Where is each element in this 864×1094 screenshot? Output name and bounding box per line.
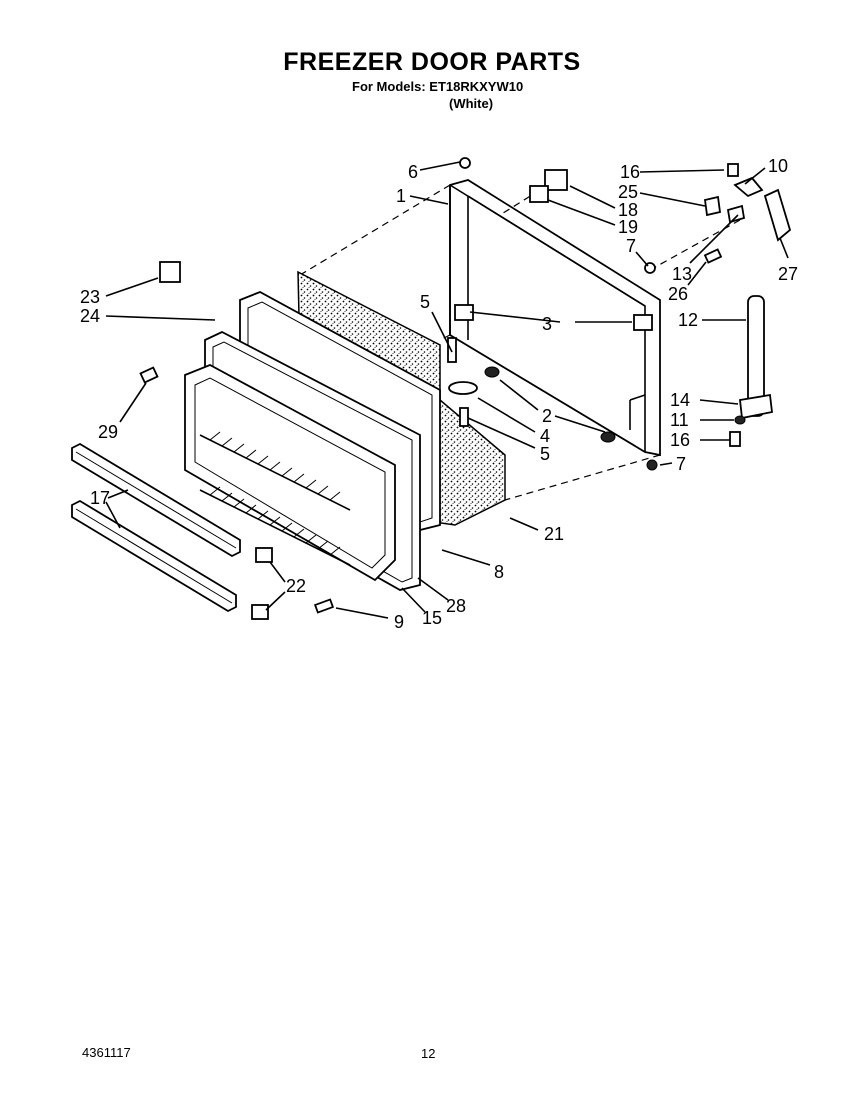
- callout-2: 2: [542, 406, 552, 426]
- callout-16-top: 16: [620, 162, 640, 182]
- plug-7-bottom: [646, 459, 658, 471]
- callout-17: 17: [90, 488, 110, 508]
- hinge-pin-2-upper: [484, 366, 500, 378]
- callout-26: 23: [80, 287, 100, 307]
- bushing-4: [448, 381, 478, 395]
- callout-15: 15: [422, 608, 442, 628]
- callout-11: 11: [670, 410, 689, 430]
- label-18: [544, 169, 568, 191]
- handle-assembly: [703, 176, 792, 420]
- washer-11: [734, 415, 746, 425]
- callout-10: 10: [768, 156, 788, 176]
- callout-18: 18: [618, 200, 638, 220]
- screw-6: [459, 157, 471, 169]
- callout-14: 14: [670, 390, 690, 410]
- document-number: 4361117: [82, 1045, 131, 1060]
- shelf-end-cap-upper: [255, 547, 273, 563]
- screw-5-top: [447, 337, 457, 363]
- callout-5-bottom: 5: [540, 444, 550, 464]
- callout-24: 26: [668, 284, 688, 304]
- callout-7-top: 7: [626, 236, 636, 256]
- callout-1: 1: [396, 186, 406, 206]
- callout-12: 12: [678, 310, 698, 330]
- page-title: FREEZER DOOR PARTS: [283, 48, 581, 76]
- hinge-pin-2-lower: [600, 431, 616, 443]
- callout-29: 29: [98, 422, 118, 442]
- callout-22: 22: [286, 576, 306, 596]
- callout-13: 13: [672, 264, 692, 284]
- screw-29: [139, 366, 159, 384]
- liner-shelf-ribs: [209, 431, 341, 556]
- callout-4: 4: [540, 426, 550, 446]
- door-liner: [184, 364, 396, 582]
- screw-24: [703, 248, 723, 264]
- shelf-end-cap-lower: [251, 604, 269, 620]
- color-line: (White): [449, 96, 494, 111]
- callout-7-bottom: 7: [676, 454, 686, 474]
- callout-9: 9: [394, 612, 404, 632]
- callout-16-bottom: 16: [670, 430, 690, 450]
- callout-28: 28: [446, 596, 466, 616]
- door-shelf-bars: [71, 442, 273, 620]
- callout-21: 21: [544, 524, 564, 544]
- callout-25: 27: [778, 264, 798, 284]
- label-19: [529, 185, 549, 203]
- screw-16-bottom: [729, 431, 741, 447]
- hinge-3-right: [633, 314, 653, 331]
- screw-5-bottom: [459, 407, 469, 427]
- callout-6: 6: [408, 162, 418, 182]
- callout-3: 3: [542, 314, 552, 334]
- callout-labels: 6 1 16 10 25 18 19 7 13 26 27 12 3 14 11…: [80, 156, 798, 632]
- callout-27: 24: [80, 306, 100, 326]
- callout-19: 19: [618, 217, 638, 237]
- callout-5-top: 5: [420, 292, 430, 312]
- screw-16-top: [727, 163, 739, 177]
- page-number: 12: [421, 1046, 436, 1061]
- clip-26: [159, 261, 181, 283]
- leader-lines: [105, 161, 789, 619]
- callout-8: 8: [494, 562, 504, 582]
- model-line: For Models: ET18RKXYW10: [352, 79, 524, 94]
- projection-lines: [299, 184, 741, 501]
- screw-9: [313, 598, 335, 614]
- callout-23: 25: [618, 182, 638, 202]
